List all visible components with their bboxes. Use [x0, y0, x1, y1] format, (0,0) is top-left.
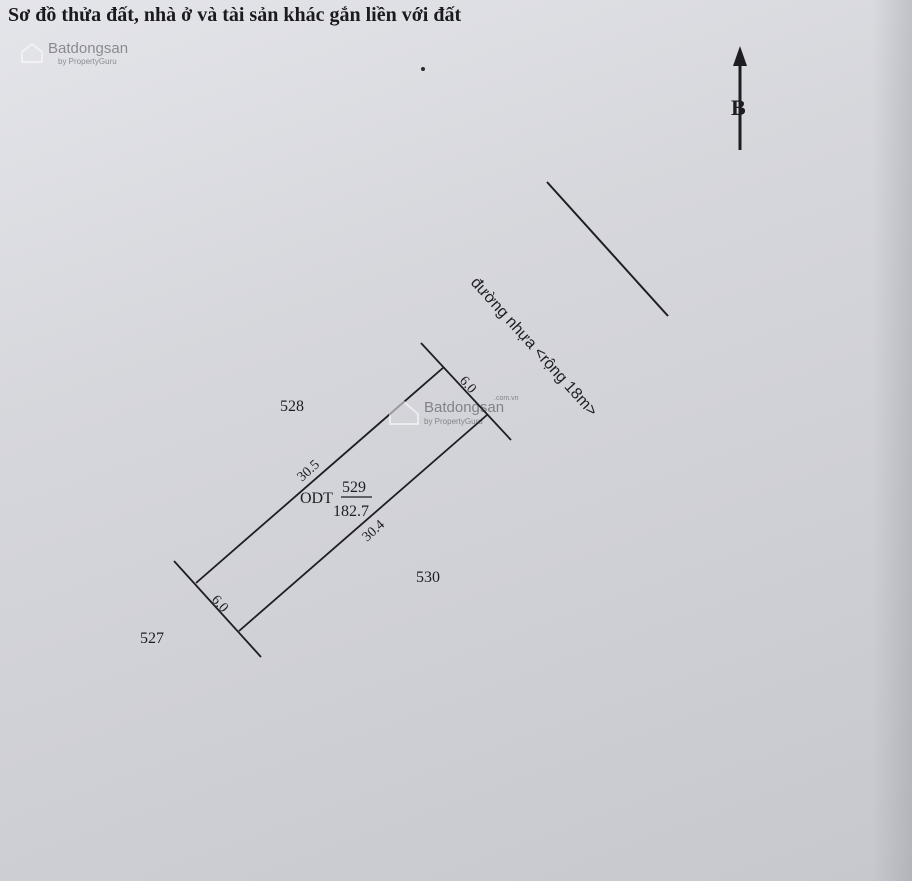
road-label: đường nhựa <rộng 18m>	[467, 274, 600, 420]
parcel-back-edge	[173, 560, 262, 658]
watermark-top: Batdongsan by PropertyGuru	[21, 40, 128, 66]
watermark-logo-icon	[21, 42, 43, 63]
road-edge-line	[546, 181, 669, 317]
parcel-area: 182.7	[333, 503, 369, 520]
watermark-sub: by PropertyGuru	[58, 57, 117, 66]
top-length-label: 30.5	[295, 457, 323, 485]
front-width-label: 6.0	[456, 374, 479, 397]
north-label: B	[731, 95, 746, 120]
page-title: Sơ đồ thửa đất, nhà ở và tài sản khác gắ…	[8, 4, 462, 26]
neighbor-parcel-528: 528	[280, 398, 304, 415]
parcel-number: 529	[342, 479, 366, 496]
watermark-center-logo-icon	[389, 400, 419, 425]
north-arrow-icon: B	[731, 46, 747, 150]
land-type-label: ODT	[300, 490, 333, 507]
back-width-label: 6.0	[208, 593, 231, 616]
paper-shadow	[872, 0, 912, 881]
watermark-center: Batdongsan by PropertyGuru .com.vn	[389, 395, 519, 426]
parcel-top-edge	[195, 366, 445, 584]
watermark-center-domain: .com.vn	[494, 395, 519, 402]
parcel-bottom-edge	[238, 414, 488, 632]
watermark-center-brand: Batdongsan	[424, 399, 504, 416]
watermark-brand: Batdongsan	[48, 40, 128, 57]
neighbor-parcel-530: 530	[416, 569, 440, 586]
parcel-front-edge	[420, 342, 512, 441]
neighbor-parcel-527: 527	[140, 630, 164, 647]
survey-dot	[421, 67, 425, 71]
watermark-center-sub: by PropertyGuru	[424, 417, 483, 426]
